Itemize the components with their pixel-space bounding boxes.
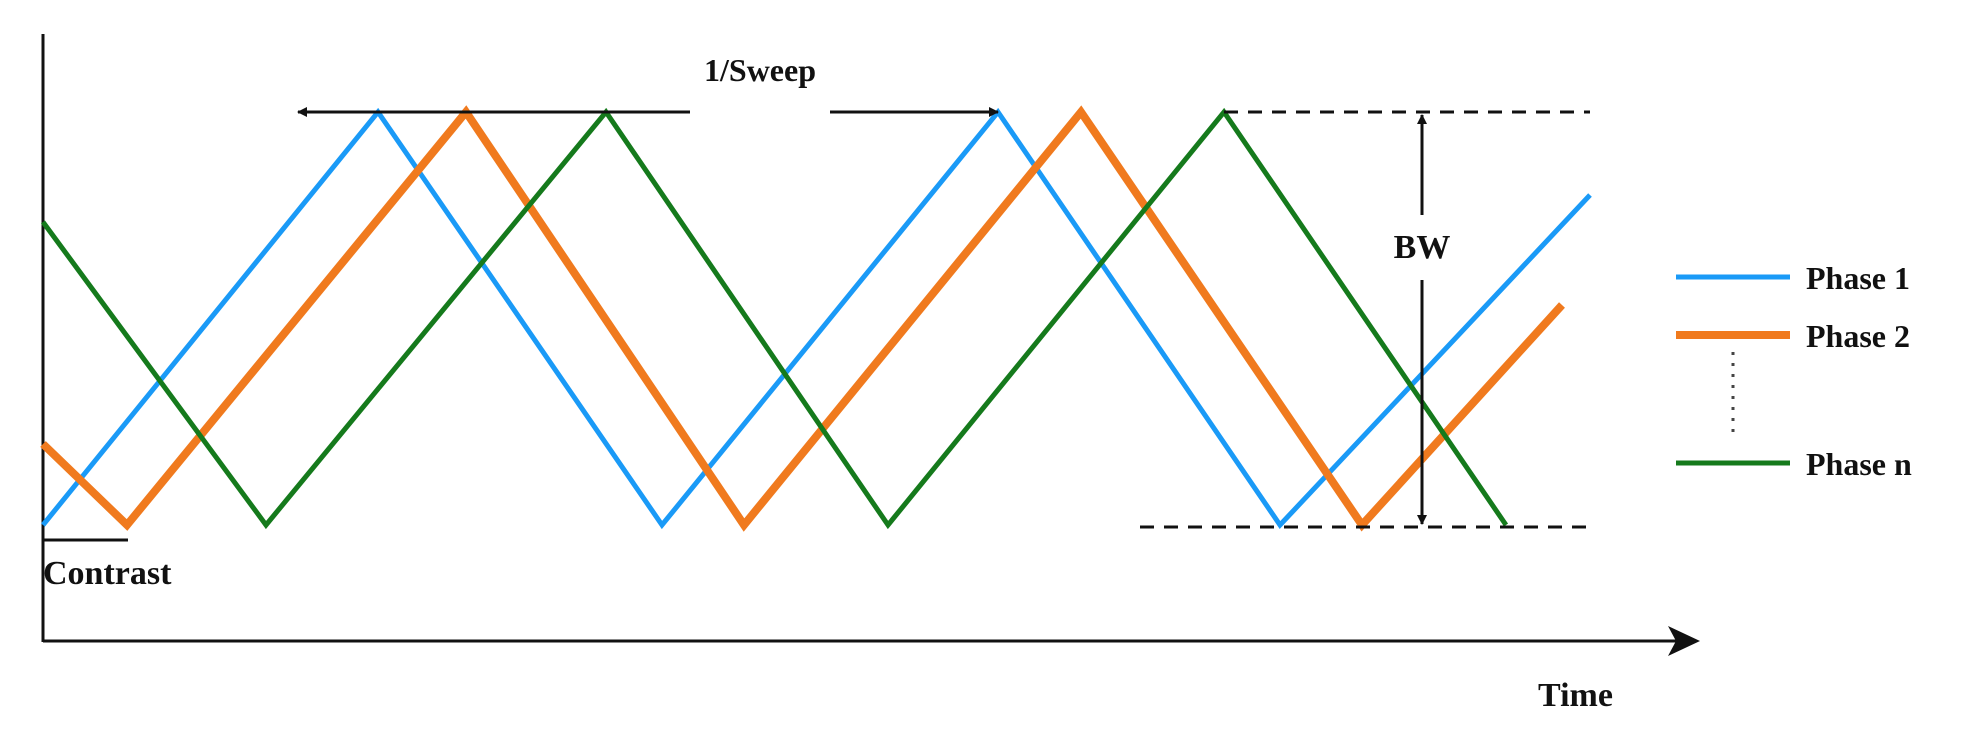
time-axis-label: Time: [1538, 677, 1613, 714]
bandwidth-label: BW: [1394, 229, 1451, 266]
phase-1-waveform: [41, 107, 1592, 530]
legend-label-phase-n: Phase n: [1806, 446, 1912, 482]
sweep-label: 1/Sweep: [704, 52, 816, 88]
contrast-label: Contrast: [43, 555, 172, 592]
phase-n-waveform: [40, 107, 1509, 530]
x-axis-arrowhead: [1668, 626, 1700, 656]
legend-label-phase-1: Phase 1: [1806, 260, 1910, 296]
legend: Phase 1 Phase 2 Phase n: [1676, 260, 1912, 482]
legend-label-phase-2: Phase 2: [1806, 318, 1910, 354]
phase-2-waveform: [40, 105, 1565, 532]
